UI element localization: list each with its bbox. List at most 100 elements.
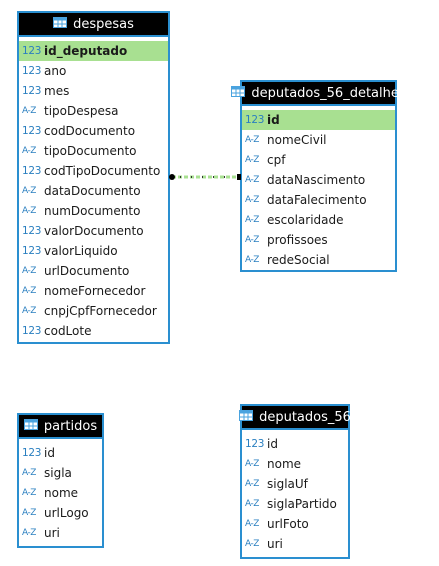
column-name: tipoDocumento bbox=[44, 144, 137, 158]
column-name: nome bbox=[267, 457, 302, 471]
table-title: despesas bbox=[73, 16, 134, 32]
string-type-icon: A-Z bbox=[22, 286, 36, 296]
table-title: partidos bbox=[43, 418, 98, 434]
column-name: profissoes bbox=[267, 233, 328, 247]
numeric-type-icon: 123 bbox=[22, 125, 42, 137]
column-name: siglaPartido bbox=[267, 497, 337, 511]
column-name: dataFalecimento bbox=[267, 193, 367, 207]
string-type-icon: A-Z bbox=[245, 499, 259, 509]
column-row[interactable]: A-Z nomeFornecedor bbox=[19, 281, 168, 301]
table-header-partidos[interactable]: partidos bbox=[19, 415, 102, 439]
column-name: sigla bbox=[44, 466, 72, 480]
string-type-icon: A-Z bbox=[245, 519, 259, 529]
column-name: valorDocumento bbox=[44, 224, 144, 238]
column-row[interactable]: A-Z redeSocial bbox=[242, 250, 395, 270]
numeric-type-icon: 123 bbox=[22, 45, 42, 57]
string-type-icon: A-Z bbox=[22, 186, 36, 196]
numeric-type-icon: 123 bbox=[22, 165, 42, 177]
column-row[interactable]: A-Z urlFoto bbox=[242, 514, 348, 534]
column-row[interactable]: A-Z nome bbox=[19, 483, 102, 503]
column-row[interactable]: A-Z siglaPartido bbox=[242, 494, 348, 514]
string-type-icon: A-Z bbox=[245, 175, 259, 185]
column-name: nomeCivil bbox=[267, 133, 327, 147]
column-name: redeSocial bbox=[267, 253, 330, 267]
string-type-icon: A-Z bbox=[22, 488, 36, 498]
column-row[interactable]: A-Z urlDocumento bbox=[19, 261, 168, 281]
string-type-icon: A-Z bbox=[22, 146, 36, 156]
string-type-icon: A-Z bbox=[22, 266, 36, 276]
column-name: urlFoto bbox=[267, 517, 309, 531]
string-type-icon: A-Z bbox=[245, 215, 259, 225]
table-header-despesas[interactable]: despesas bbox=[19, 13, 168, 37]
column-name: codDocumento bbox=[44, 124, 136, 138]
column-name: id bbox=[267, 113, 280, 127]
column-name: id_deputado bbox=[44, 44, 128, 58]
column-row[interactable]: A-Z tipoDocumento bbox=[19, 141, 168, 161]
string-type-icon: A-Z bbox=[22, 508, 36, 518]
numeric-type-icon: 123 bbox=[22, 447, 42, 459]
numeric-type-icon: 123 bbox=[245, 114, 265, 126]
table-icon bbox=[231, 85, 246, 101]
string-type-icon: A-Z bbox=[245, 255, 259, 265]
string-type-icon: A-Z bbox=[245, 155, 259, 165]
string-type-icon: A-Z bbox=[245, 539, 259, 549]
table-header-deputados-56-detalhes[interactable]: deputados_56_detalhes bbox=[231, 82, 406, 106]
column-row[interactable]: A-Z tipoDespesa bbox=[19, 101, 168, 121]
column-name: codTipoDocumento bbox=[44, 164, 161, 178]
string-type-icon: A-Z bbox=[22, 106, 36, 116]
column-name: urlLogo bbox=[44, 506, 89, 520]
numeric-type-icon: 123 bbox=[22, 325, 42, 337]
numeric-type-icon: 123 bbox=[22, 245, 42, 257]
numeric-type-icon: 123 bbox=[22, 225, 42, 237]
column-row[interactable]: A-Z urlLogo bbox=[19, 503, 102, 523]
column-name: urlDocumento bbox=[44, 264, 130, 278]
string-type-icon: A-Z bbox=[245, 195, 259, 205]
table-header-deputados-56[interactable]: deputados_56 bbox=[239, 406, 351, 430]
column-name: mes bbox=[44, 84, 70, 98]
column-name: id bbox=[44, 446, 55, 460]
column-name: uri bbox=[44, 526, 60, 540]
column-name: nomeFornecedor bbox=[44, 284, 146, 298]
column-row[interactable]: A-Z profissoes bbox=[242, 230, 395, 250]
column-name: codLote bbox=[44, 324, 92, 338]
relationship-end-despesas bbox=[169, 174, 175, 180]
column-name: tipoDespesa bbox=[44, 104, 119, 118]
column-name: siglaUf bbox=[267, 477, 308, 491]
string-type-icon: A-Z bbox=[22, 206, 36, 216]
column-row[interactable]: A-Z dataFalecimento bbox=[242, 190, 395, 210]
table-icon bbox=[239, 409, 254, 425]
column-name: nome bbox=[44, 486, 79, 500]
numeric-type-icon: 123 bbox=[22, 85, 42, 97]
string-type-icon: A-Z bbox=[245, 235, 259, 245]
